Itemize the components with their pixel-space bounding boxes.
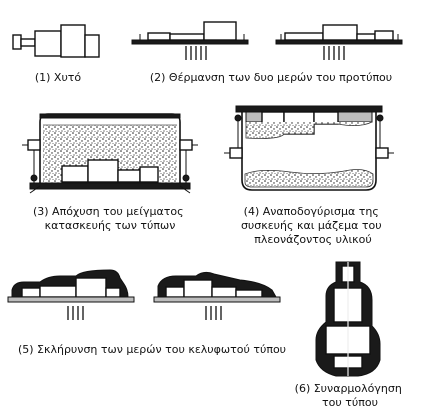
step-4-caption: (4) Αναποδογύρισμα της συσκευής και μάζε… — [241, 205, 385, 246]
step-5-hardening-drawing — [7, 269, 281, 320]
step-6-caption: (6) Συναρμολόγηση του τύπου — [295, 382, 406, 409]
step-2-heating-drawing — [131, 21, 403, 60]
step-3-pouring-drawing — [22, 113, 198, 194]
step-5-caption: (5) Σκλήρυνση των μερών του κελυφωτού τύ… — [18, 343, 286, 356]
step-2-caption: (2) Θέρμανση των δυο μερών του προτύπου — [150, 71, 392, 84]
step-1-casting-drawing — [12, 24, 100, 58]
step-1-caption: (1) Χυτό — [35, 71, 82, 84]
step-4-inverting-drawing — [224, 105, 394, 191]
step-6-assembly-drawing — [315, 261, 381, 377]
step-3-caption: (3) Απόχυση του μείγματος κατασκευής των… — [33, 205, 187, 232]
